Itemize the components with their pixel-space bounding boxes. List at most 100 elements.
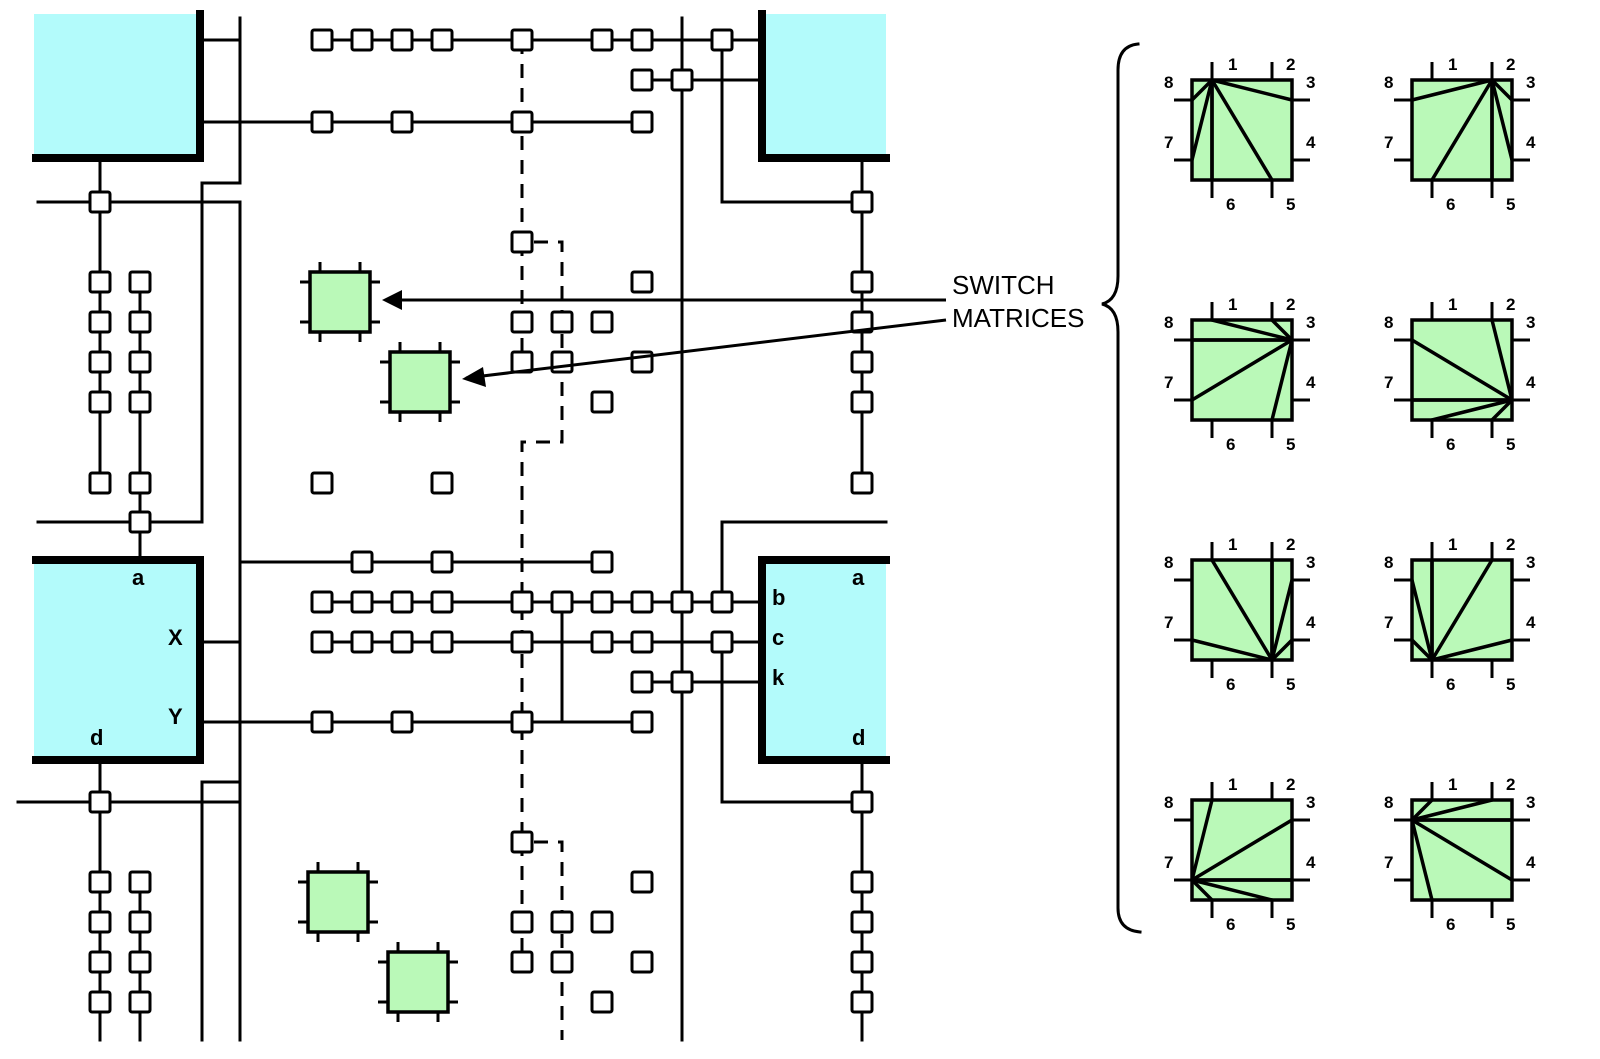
pattern-port-label: 7 <box>1384 853 1393 872</box>
pip-box <box>128 390 152 414</box>
pin-label-d: d <box>90 725 103 750</box>
pattern-port-label: 1 <box>1228 535 1237 554</box>
arrow-line-2 <box>465 318 947 380</box>
pattern-port-label: 3 <box>1526 313 1535 332</box>
pattern-connection <box>1490 398 1514 422</box>
pip-box <box>430 550 454 574</box>
pip-box <box>630 630 654 654</box>
switch-matrix-body <box>306 870 370 934</box>
pip-box <box>630 28 654 52</box>
pattern-port-label: 6 <box>1226 675 1235 694</box>
pip-box <box>710 28 734 52</box>
pip-box <box>430 630 454 654</box>
pattern-connection <box>1430 638 1514 662</box>
pattern-port-label: 4 <box>1526 613 1536 632</box>
pattern-connection <box>1190 878 1214 902</box>
pattern-port-label: 2 <box>1286 295 1295 314</box>
pip-box <box>430 28 454 52</box>
pip-box <box>510 310 534 334</box>
pattern-port-label: 5 <box>1506 435 1515 454</box>
switch-matrix <box>380 342 460 422</box>
pattern-port-label: 3 <box>1526 73 1535 92</box>
pip-box <box>590 590 614 614</box>
pattern-port-label: 6 <box>1226 915 1235 934</box>
pip-box <box>590 550 614 574</box>
switch-matrix-body <box>386 950 450 1014</box>
pattern-connection <box>1410 798 1494 822</box>
pip-box <box>88 190 112 214</box>
pattern-connection <box>1430 78 1494 182</box>
pip-box <box>850 390 874 414</box>
clb-mid-left: a X Y d <box>32 556 204 764</box>
pip-box <box>550 910 574 934</box>
pattern-connection <box>1430 398 1514 422</box>
pip-box <box>88 870 112 894</box>
pip-box <box>510 630 534 654</box>
pattern-port-label: 8 <box>1164 793 1173 812</box>
pattern-port-label: 8 <box>1384 73 1393 92</box>
pip-box <box>88 790 112 814</box>
pattern-port-label: 4 <box>1306 853 1316 872</box>
pip-box <box>310 590 334 614</box>
pattern-port-label: 5 <box>1506 675 1515 694</box>
pattern-port-label: 1 <box>1448 535 1457 554</box>
pip-box <box>850 310 874 334</box>
pip-box <box>630 710 654 734</box>
pattern-port-label: 8 <box>1164 73 1173 92</box>
pattern-connection <box>1210 78 1274 182</box>
pip-box <box>430 590 454 614</box>
pattern-connection <box>1210 558 1274 662</box>
pattern-connection <box>1410 798 1434 822</box>
clb-top-right <box>758 10 890 162</box>
pip-box <box>390 28 414 52</box>
pattern-connection <box>1490 318 1514 402</box>
pattern-port-label: 2 <box>1506 55 1515 74</box>
pattern-port-label: 7 <box>1384 373 1393 392</box>
pip-box <box>630 590 654 614</box>
pattern-port-label: 7 <box>1384 133 1393 152</box>
pattern-port-label: 5 <box>1506 195 1515 214</box>
pip-box <box>128 310 152 334</box>
pattern-port-label: 6 <box>1226 435 1235 454</box>
pattern-port-label: 4 <box>1526 133 1536 152</box>
programmable-interconnect-points <box>88 28 874 1014</box>
clb-mid-right: a b c k d <box>758 556 890 764</box>
pip-box <box>670 590 694 614</box>
pin-label-a: a <box>132 565 145 590</box>
pattern-connection <box>1410 78 1494 102</box>
pattern-port-label: 5 <box>1286 915 1295 934</box>
switch-matrix <box>300 262 380 342</box>
pip-box <box>630 270 654 294</box>
pattern-port-label: 7 <box>1164 133 1173 152</box>
pattern-connection <box>1410 578 1434 662</box>
switch-matrix-body <box>388 350 452 414</box>
pattern-port-label: 4 <box>1526 853 1536 872</box>
switch-matrix <box>298 862 378 942</box>
callout-arrows <box>382 290 947 387</box>
pattern-port-label: 4 <box>1306 373 1316 392</box>
pip-box <box>128 471 152 495</box>
pip-box <box>510 28 534 52</box>
clb-top-left <box>32 10 204 162</box>
pip-box <box>310 710 334 734</box>
pip-box <box>128 910 152 934</box>
pip-box <box>850 990 874 1014</box>
pattern-port-label: 2 <box>1506 775 1515 794</box>
pip-box <box>350 550 374 574</box>
pattern-port-label: 8 <box>1384 313 1393 332</box>
pin-label-y: Y <box>168 704 183 729</box>
pattern-port-label: 1 <box>1228 775 1237 794</box>
pip-box <box>390 590 414 614</box>
pin-label-k: k <box>772 665 785 690</box>
pattern-port-label: 5 <box>1286 195 1295 214</box>
pattern-port-label: 4 <box>1306 613 1316 632</box>
pip-box <box>630 68 654 92</box>
pattern-connection <box>1210 318 1294 342</box>
pattern-port-label: 5 <box>1286 675 1295 694</box>
pattern-port-label: 8 <box>1384 793 1393 812</box>
pip-box <box>590 310 614 334</box>
